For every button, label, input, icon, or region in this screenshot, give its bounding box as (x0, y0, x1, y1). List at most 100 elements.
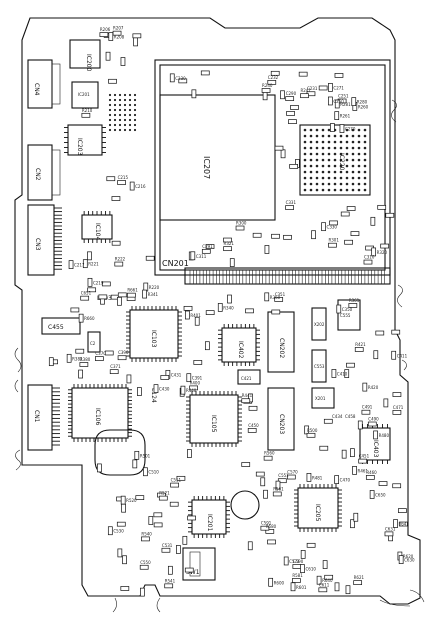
connector-cn2: CN2 (27, 144, 61, 201)
via (133, 118, 137, 122)
bga-ball (333, 146, 337, 150)
smd-part (120, 57, 126, 66)
part-designator: R600 (274, 580, 285, 585)
smd-part (70, 307, 80, 313)
bga-ball (345, 182, 349, 186)
smd-part (270, 70, 280, 76)
bga-ball (327, 134, 331, 138)
ic104-chip: IC104 (81, 211, 113, 243)
smd-part (80, 295, 90, 301)
via (133, 103, 137, 107)
smd-part (267, 80, 277, 85)
via (108, 98, 112, 102)
smd-part (223, 246, 232, 252)
connector-cn4: CN4 (27, 59, 61, 109)
smd-part (160, 375, 170, 380)
via (133, 128, 137, 132)
part-designator: R381 (72, 356, 83, 361)
bga-ball (315, 128, 319, 132)
bga-ball (339, 182, 343, 186)
part-designator: R380 (80, 357, 91, 362)
c458-label: C458 (345, 414, 356, 419)
cn3-label: CN3 (34, 238, 41, 251)
smd-part (350, 231, 360, 236)
part-designator: C310 (364, 255, 375, 260)
ic207-label: IC207 (202, 156, 211, 179)
part-designator: R241 (300, 88, 311, 93)
ic105-label: IC105 (210, 415, 217, 433)
part-designator: R400 (190, 380, 201, 385)
ic106-label: IC106 (94, 408, 101, 426)
bga-ball (357, 170, 361, 174)
smd-part (345, 585, 351, 595)
part-designator: C610 (306, 567, 317, 572)
ic104-label: IC104 (94, 223, 101, 241)
small-components (48, 30, 408, 597)
smd-part (255, 471, 265, 477)
part-designator: C510 (148, 470, 159, 475)
part-designator: C630 (404, 558, 415, 563)
smd-part (286, 111, 295, 116)
c2-label: C2 (90, 341, 96, 346)
smd-part (300, 564, 305, 574)
smd-part (241, 462, 251, 467)
part-designator: C490 (368, 417, 379, 422)
c455-part: C455 (41, 317, 81, 335)
bga-ball (363, 140, 367, 144)
part-designator: R340 (223, 305, 234, 310)
smd-part (117, 292, 127, 298)
bga-ball (321, 188, 325, 192)
smd-part (260, 525, 270, 531)
ic203-label: IC203 (76, 138, 83, 156)
smd-part (87, 277, 93, 287)
smd-part (135, 495, 145, 500)
via (108, 93, 112, 97)
smd-part (87, 287, 97, 293)
ic220-chip: IC220 (299, 124, 371, 196)
smd-part (78, 313, 84, 323)
via (108, 108, 112, 112)
part-designator: C351 (275, 292, 286, 297)
part-designator: R221 (88, 262, 99, 267)
smd-part (334, 582, 340, 592)
smd-part (399, 521, 408, 527)
smd-part (392, 410, 402, 415)
bga-ball (327, 170, 331, 174)
bga-ball (309, 176, 313, 180)
part-designator: C651 (81, 291, 92, 296)
c553-part: C553 (311, 349, 327, 383)
bga-ball (357, 146, 361, 150)
part-designator: C271 (333, 85, 344, 90)
smd-part (370, 216, 376, 226)
smd-part (145, 255, 155, 261)
smd-part (262, 91, 268, 101)
via (113, 103, 117, 107)
smd-part (373, 430, 378, 440)
part-designator: R261 (340, 114, 351, 119)
via (123, 123, 127, 127)
smd-part (79, 362, 89, 367)
part-designator: C491 (362, 405, 373, 410)
ic106-chip: IC106 (68, 384, 132, 442)
smd-part (87, 251, 92, 261)
bga-ball (363, 164, 367, 168)
smd-part (264, 245, 270, 254)
smd-part (105, 51, 111, 61)
bga-ball (363, 152, 367, 156)
via (128, 103, 132, 107)
part-designator: C216 (135, 184, 146, 189)
bga-ball (327, 182, 331, 186)
bga-ball (339, 152, 343, 156)
part-designator: C291 (202, 244, 213, 249)
smd-part (247, 541, 253, 551)
bga-ball (357, 182, 361, 186)
part-designator: C571 (289, 559, 300, 564)
smd-part (190, 251, 196, 261)
part-designator: R501 (140, 453, 151, 458)
smd-part (344, 369, 350, 378)
smd-part (334, 475, 340, 484)
smd-part (143, 467, 148, 477)
part-designator: R220 (149, 285, 160, 290)
smd-part (205, 244, 215, 249)
bga-ball (357, 176, 361, 180)
